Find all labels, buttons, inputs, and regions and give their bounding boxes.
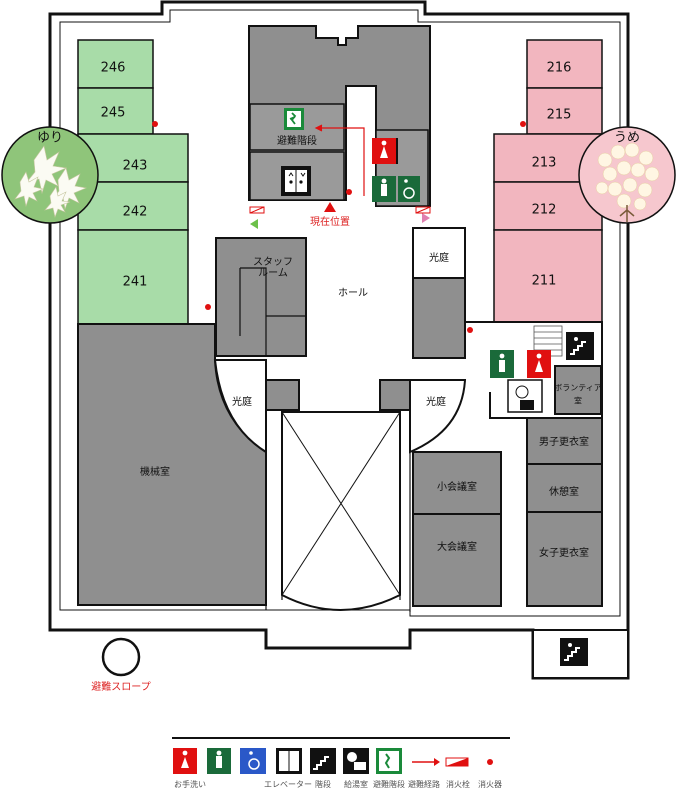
legend-label-elevator: エレベーター xyxy=(264,780,312,789)
courtyard-right[interactable] xyxy=(409,379,467,454)
core-right xyxy=(412,277,466,359)
male-toilet-icon xyxy=(490,350,514,378)
legend-emergency-exit-icon xyxy=(376,748,402,774)
evac-slope-circle[interactable] xyxy=(101,637,141,677)
wheelchair-icon xyxy=(398,176,420,202)
legend-male-toilet-icon xyxy=(207,748,231,774)
legend-extinguisher-dot-icon xyxy=(487,759,493,765)
room-label-215: 215 xyxy=(547,108,572,123)
plum-emblem xyxy=(578,126,676,224)
room-245[interactable] xyxy=(77,87,154,135)
current-location-marker xyxy=(324,202,336,212)
lounge-label: 休憩室 xyxy=(549,485,579,498)
courtyard-left-label: 光庭 xyxy=(232,395,252,408)
male-toilet-icon xyxy=(372,176,396,202)
room-211[interactable] xyxy=(493,229,603,323)
evac-route-arrow xyxy=(314,124,365,196)
legend-label-stairs: 階段 xyxy=(315,779,331,789)
large-meeting-label: 大会議室 xyxy=(437,540,477,553)
extinguisher-dot xyxy=(520,121,526,127)
room-label-242: 242 xyxy=(123,205,148,220)
volunteer-label-1: ボランティア xyxy=(554,384,602,393)
staff-room-inner xyxy=(239,267,306,356)
legend-label-evac-route: 避難経路 xyxy=(408,779,440,789)
fire-hydrant-left-slash xyxy=(249,206,265,214)
room-label-245: 245 xyxy=(101,106,126,121)
lily-wing-label: ゆり xyxy=(37,131,63,146)
entrance-column-right xyxy=(379,379,411,411)
small-meeting-label: 小会議室 xyxy=(437,480,477,493)
legend-female-toilet-icon xyxy=(173,748,197,774)
extinguisher-dot xyxy=(467,327,473,333)
room-241[interactable] xyxy=(77,229,189,325)
extinguisher-dot xyxy=(346,189,352,195)
legend-label-water: 給湯室 xyxy=(344,779,368,789)
legend-label-toilet: お手洗い xyxy=(174,779,206,789)
courtyard-top-right-label: 光庭 xyxy=(429,251,449,264)
legend-fire-hydrant-icon xyxy=(445,757,469,767)
stairs-icon xyxy=(560,638,588,666)
courtyard-top-right[interactable] xyxy=(412,227,466,279)
legend-wheelchair-icon xyxy=(240,748,266,774)
female-toilet-icon xyxy=(372,138,396,164)
legend: お手洗い エレベーター 階段 給湯室 避難階段 避難経路 消火栓 消火器 xyxy=(173,748,502,789)
current-location-label: 現在位置 xyxy=(310,215,350,228)
hall-label: ホール xyxy=(338,287,368,299)
small-meeting-room[interactable] xyxy=(412,451,502,515)
right-lower-walls xyxy=(465,321,603,606)
legend-label-evac-stairs: 避難階段 xyxy=(373,779,405,789)
legend-evac-route-arrow-icon xyxy=(412,758,440,766)
room-label-211: 211 xyxy=(532,274,557,289)
lily-emblem xyxy=(1,126,99,224)
emergency-exit-icon xyxy=(284,108,304,130)
plum-wing-label: うめ xyxy=(614,131,640,146)
volunteer-room[interactable] xyxy=(554,365,602,415)
legend-stairs-icon xyxy=(310,748,336,774)
lounge[interactable] xyxy=(526,463,603,513)
extinguisher-dot xyxy=(152,121,158,127)
elevator-icon xyxy=(281,166,311,196)
womens-locker-room[interactable] xyxy=(526,511,603,607)
room-label-246: 246 xyxy=(101,61,126,76)
volunteer-label-2: 室 xyxy=(574,396,582,406)
extinguisher-dot xyxy=(205,304,211,310)
legend-label-extinguisher: 消火器 xyxy=(478,779,502,789)
machine-room-label: 機械室 xyxy=(140,465,170,478)
water-supply-icon xyxy=(515,385,534,410)
room-label-241: 241 xyxy=(123,275,148,290)
evac-slope-label: 避難スロープ xyxy=(91,680,150,693)
womens-locker-label: 女子更衣室 xyxy=(539,546,589,559)
staff-room[interactable] xyxy=(215,237,307,357)
staff-room-label-2: ルーム xyxy=(258,267,288,279)
room-216[interactable] xyxy=(526,39,603,89)
legend-label-hydrant: 消火栓 xyxy=(446,779,470,789)
left-arrow-marker xyxy=(250,219,258,229)
wheelchair-icon xyxy=(396,138,398,164)
room-label-243: 243 xyxy=(123,159,148,174)
staff-room-label-1: スタッフ xyxy=(253,256,293,268)
room-246[interactable] xyxy=(77,39,154,89)
mens-locker-label: 男子更衣室 xyxy=(539,435,589,448)
right-arrow-marker xyxy=(422,213,430,223)
entrance-walls xyxy=(265,410,411,612)
room-label-213: 213 xyxy=(532,156,557,171)
atrium-cross-b xyxy=(281,411,401,596)
entrance-column-left xyxy=(265,379,300,411)
stairs-icon xyxy=(566,332,594,360)
room-label-212: 212 xyxy=(532,203,557,218)
room-215[interactable] xyxy=(526,87,603,135)
inner-wall xyxy=(59,9,621,617)
legend-water-supply-icon xyxy=(343,748,369,774)
entrance-atrium xyxy=(281,411,401,611)
legend-elevator-icon xyxy=(276,748,302,774)
courtyard-right-label: 光庭 xyxy=(426,395,446,408)
fire-hydrant-right-slash xyxy=(415,206,431,214)
evac-stairs-label: 避難階段 xyxy=(277,134,317,147)
large-meeting-room[interactable] xyxy=(412,513,502,607)
female-toilet-icon xyxy=(527,350,551,378)
room-label-216: 216 xyxy=(547,61,572,76)
